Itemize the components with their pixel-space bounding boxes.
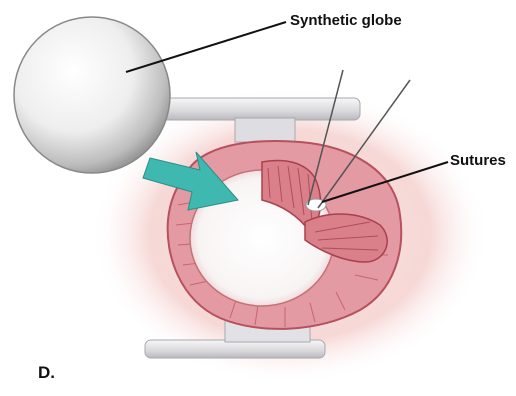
synthetic-globe-label: Synthetic globe: [290, 12, 402, 29]
retractor-top-clip: [235, 118, 295, 142]
retractor-bottom: [145, 340, 325, 358]
synthetic-globe: [14, 17, 170, 173]
sutures-label: Sutures: [450, 152, 506, 169]
retractor-top: [150, 98, 360, 120]
panel-letter: D.: [38, 363, 55, 382]
